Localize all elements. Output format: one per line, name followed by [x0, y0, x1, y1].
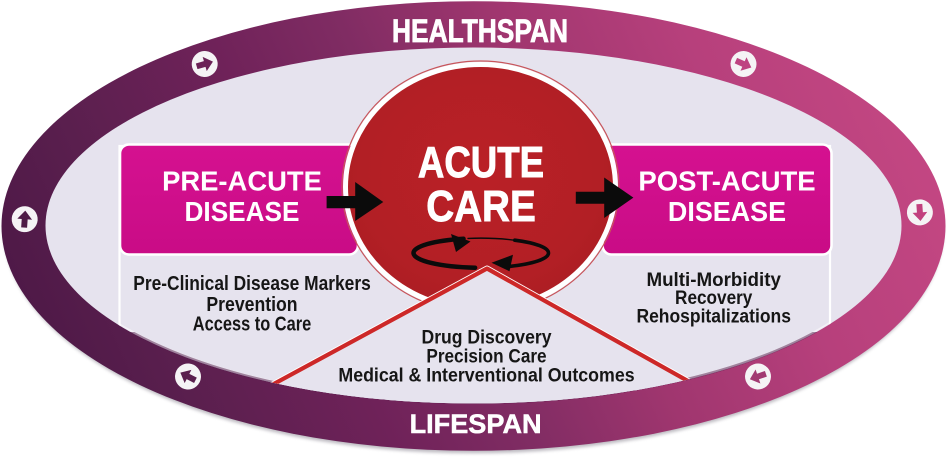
- svg-text:PRE-ACUTE: PRE-ACUTE: [162, 166, 322, 197]
- svg-text:Prevention: Prevention: [206, 294, 297, 316]
- svg-text:LIFESPAN: LIFESPAN: [410, 409, 542, 439]
- svg-text:DISEASE: DISEASE: [185, 196, 300, 227]
- svg-text:Pre-Clinical Disease Markers: Pre-Clinical Disease Markers: [133, 273, 371, 295]
- svg-text:Precision Care: Precision Care: [426, 347, 546, 368]
- svg-text:HEALTHSPAN: HEALTHSPAN: [392, 13, 568, 49]
- svg-text:CARE: CARE: [426, 182, 536, 231]
- svg-text:Medical & Interventional Outco: Medical & Interventional Outcomes: [338, 365, 634, 386]
- svg-text:POST-ACUTE: POST-ACUTE: [638, 166, 815, 197]
- svg-text:Multi-Morbidity: Multi-Morbidity: [646, 270, 781, 291]
- svg-text:ACUTE: ACUTE: [418, 138, 544, 187]
- svg-text:DISEASE: DISEASE: [668, 196, 786, 227]
- svg-text:Drug Discovery: Drug Discovery: [422, 328, 552, 349]
- svg-text:Recovery: Recovery: [675, 288, 753, 309]
- svg-text:Rehospitalizations: Rehospitalizations: [636, 306, 791, 327]
- svg-text:Access to Care: Access to Care: [193, 314, 311, 336]
